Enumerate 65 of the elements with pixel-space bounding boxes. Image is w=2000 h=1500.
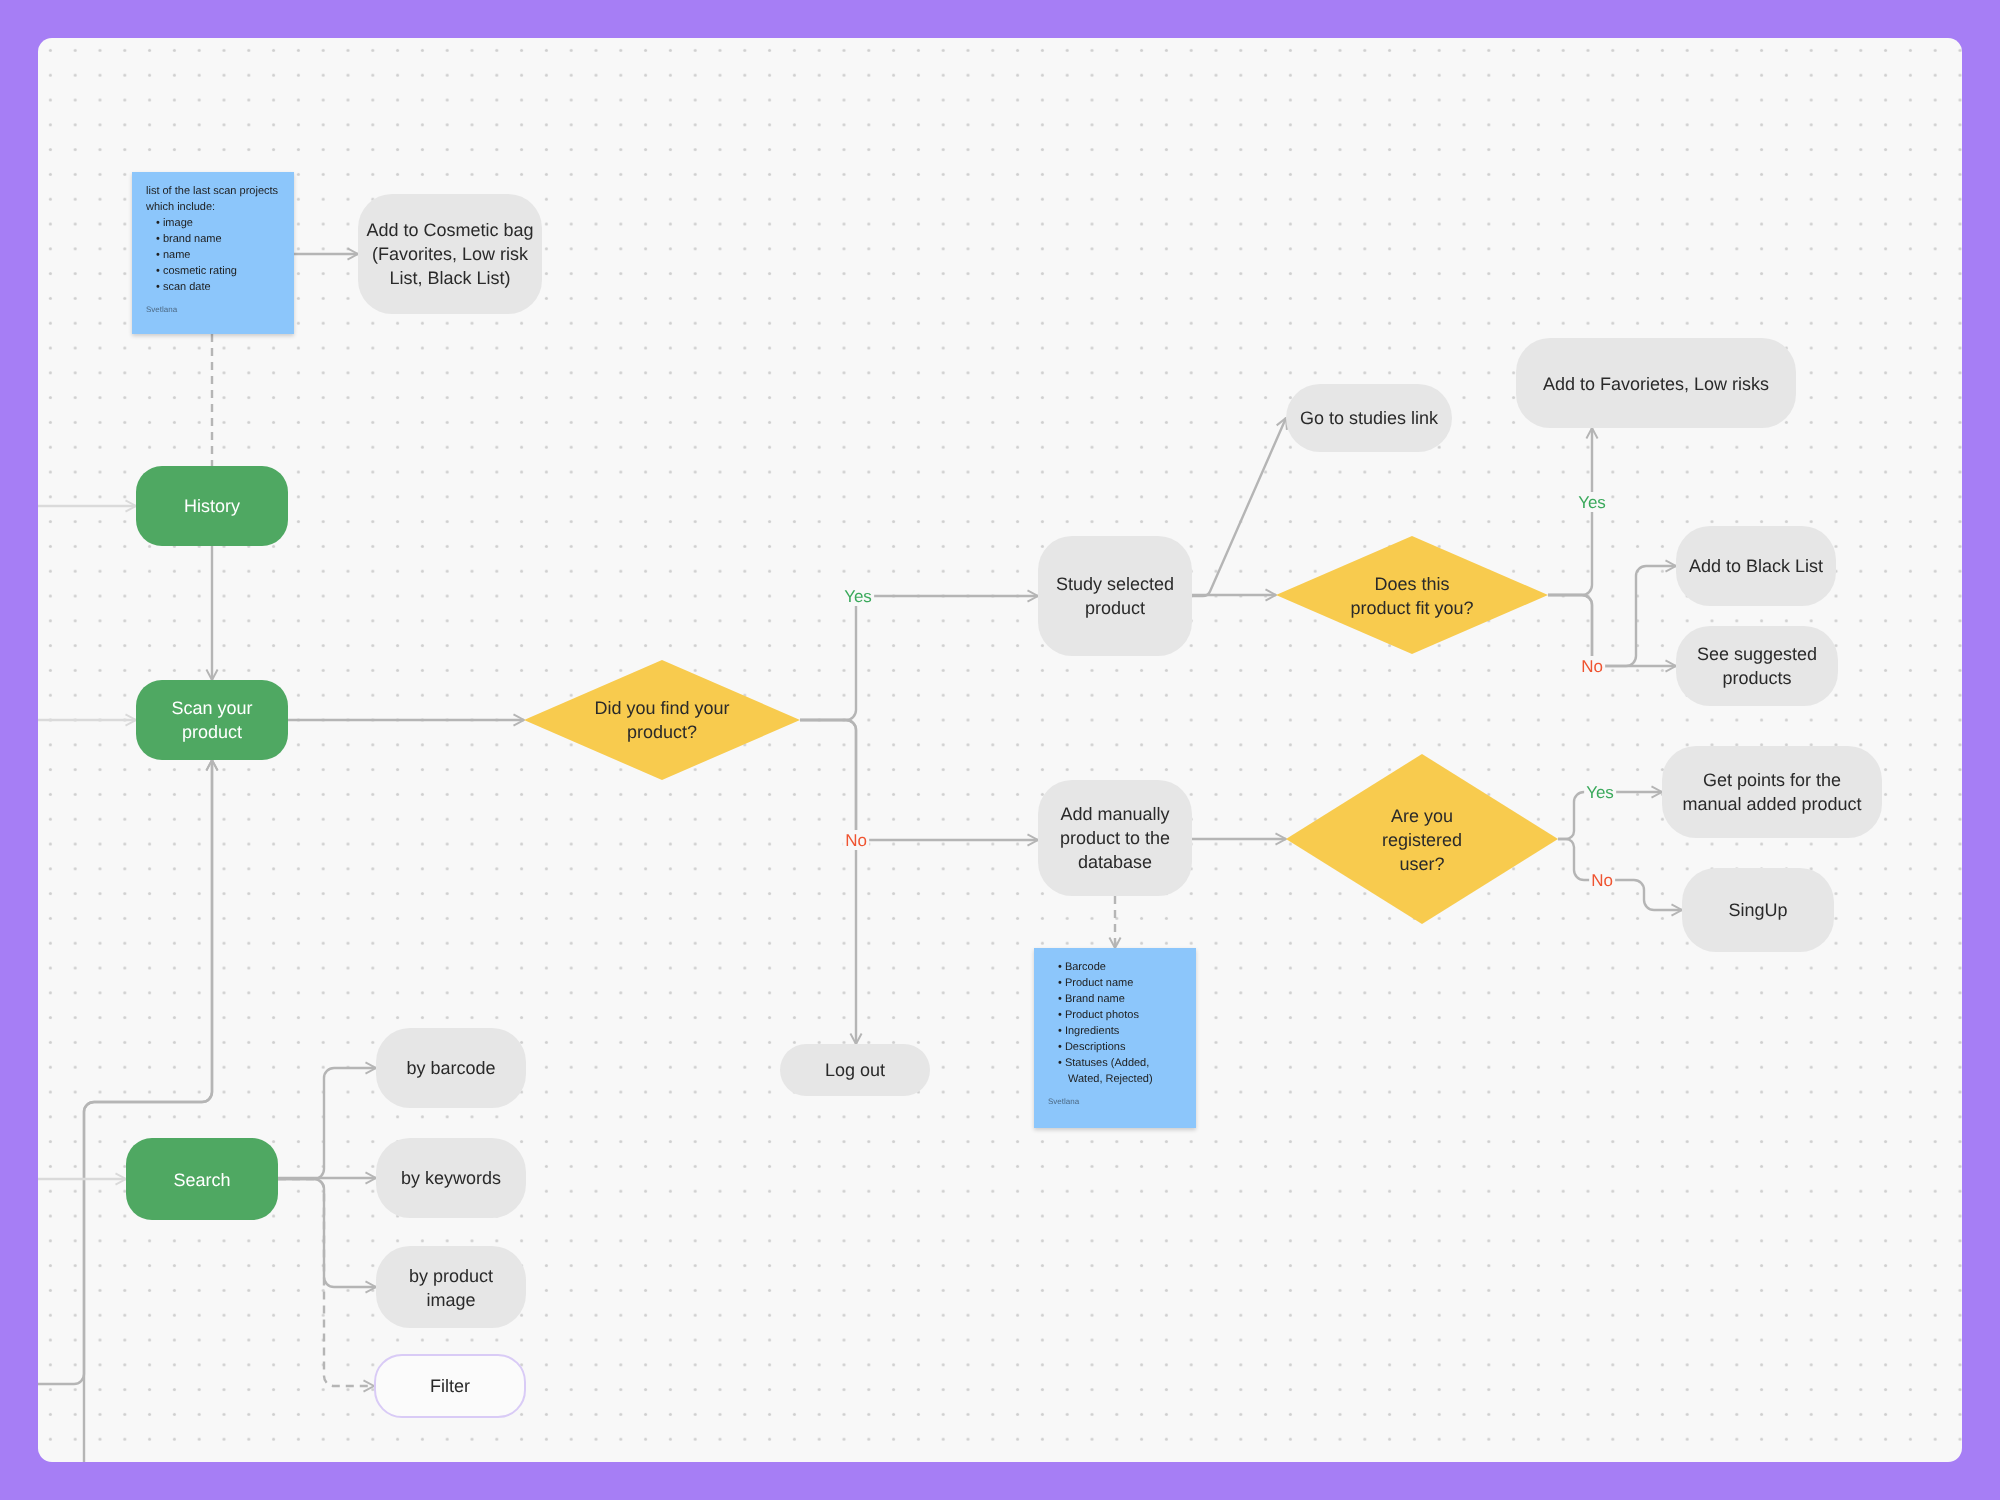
section-box [126,1138,278,1220]
node-label: Study selected product [1053,572,1177,620]
decision-diamond [1286,754,1558,924]
sticky-note [132,172,294,334]
process-box [1516,338,1796,428]
dashed-line [210,334,214,466]
arrow [1192,832,1287,846]
node-label: Add manually product to the database [1057,802,1173,874]
edge-label: No [1589,870,1615,890]
process-box [780,1044,930,1096]
dashed-arrow [1108,896,1122,949]
process-box [1676,626,1838,706]
arrow [1192,588,1277,602]
edge-label: No [1579,656,1605,676]
edge-label: Yes [1584,782,1616,802]
node-label: Add to Favorietes, Low risks [1542,371,1770,395]
arrow [38,499,137,513]
arrow [288,713,525,727]
dashed-arrow [278,1177,375,1393]
node-label: Did you find your product? [592,696,732,744]
arrow [205,546,219,681]
process-box [1038,536,1192,656]
process-box [376,1138,526,1218]
process-box [1662,746,1882,838]
process-box [358,194,542,314]
edge-label: No [843,830,869,850]
outlined-box [374,1354,526,1418]
section-box [136,680,288,760]
arrow [294,247,359,261]
node-label: Add to Black List [1688,554,1824,578]
decision-diamond [524,660,800,780]
process-box [1682,868,1834,952]
node-label: by barcode [406,1056,496,1080]
arrow [38,1172,127,1186]
node-label: Does this product fit you? [1348,571,1476,619]
sticky-note [1034,948,1196,1128]
node-label: Go to studies link [1299,406,1439,430]
node-label: by keywords [400,1166,502,1190]
node-label: See suggested products [1694,642,1820,690]
node-label: History [183,494,240,518]
node-label: Are you registered user? [1379,803,1465,875]
node-label: Get points for the manual added product [1680,768,1864,816]
node-label: Add to Cosmetic bag (Favorites, Low risk List, Black List) [366,218,534,290]
node-label: Scan your product [169,696,255,744]
process-box [1038,780,1192,896]
node-label: SingUp [1728,898,1788,922]
edge-label: Yes [1576,492,1608,512]
process-box [376,1246,526,1328]
section-box [136,466,288,546]
node-label: Search [173,1167,231,1191]
arrow [1558,837,1683,917]
arrow [38,713,137,727]
node-label: by product image [406,1263,496,1311]
process-box [376,1028,526,1108]
arrow [278,1171,377,1185]
node-label: Log out [824,1058,886,1082]
decision-diamond [1276,536,1548,654]
arrow [1548,593,1677,673]
edge-label: Yes [842,586,874,606]
process-box [1676,526,1836,606]
arrow [82,759,219,1462]
arrow [1192,417,1288,598]
node-label: Filter [430,1374,470,1398]
arrow [800,718,863,1045]
process-box [1286,384,1452,452]
